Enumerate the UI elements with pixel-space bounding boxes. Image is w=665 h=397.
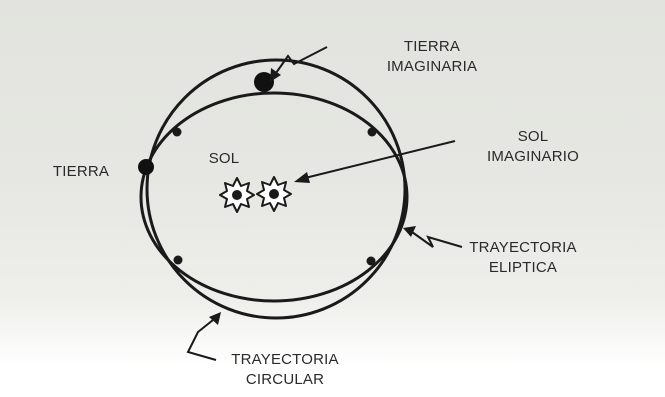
label-sol-imaginario: SOL IMAGINARIO xyxy=(478,127,588,167)
label-line: TRAYECTORIA xyxy=(220,350,350,370)
orbit-intersection-point xyxy=(173,128,182,137)
label-tierra-imaginaria: TIERRA IMAGINARIA xyxy=(382,37,482,77)
label-line: TRAYECTORIA xyxy=(458,238,588,258)
label-line: ELIPTICA xyxy=(458,258,588,278)
label-line: TIERRA xyxy=(382,37,482,57)
label-trayectoria-circular: TRAYECTORIA CIRCULAR xyxy=(220,350,350,390)
elliptical-trajectory-pointer xyxy=(403,226,462,247)
label-line: IMAGINARIA xyxy=(382,57,482,77)
earth-body xyxy=(138,159,154,175)
imaginary-earth-pointer xyxy=(270,47,327,82)
imaginary-sun-pointer xyxy=(294,141,455,183)
label-trayectoria-eliptica: TRAYECTORIA ELIPTICA xyxy=(458,238,588,278)
label-tierra: TIERRA xyxy=(46,162,116,182)
label-line: SOL xyxy=(199,149,249,169)
imaginary-sun-icon xyxy=(257,177,291,211)
orbit-intersection-point xyxy=(368,128,377,137)
label-line: SOL xyxy=(478,127,588,147)
label-sol: SOL xyxy=(199,149,249,169)
circular-trajectory-pointer xyxy=(188,312,221,360)
orbit-intersection-point xyxy=(174,256,183,265)
sun-icon xyxy=(220,178,254,212)
label-line: IMAGINARIO xyxy=(478,147,588,167)
label-line: TIERRA xyxy=(46,162,116,182)
orbit-intersection-point xyxy=(367,257,376,266)
label-line: CIRCULAR xyxy=(220,370,350,390)
